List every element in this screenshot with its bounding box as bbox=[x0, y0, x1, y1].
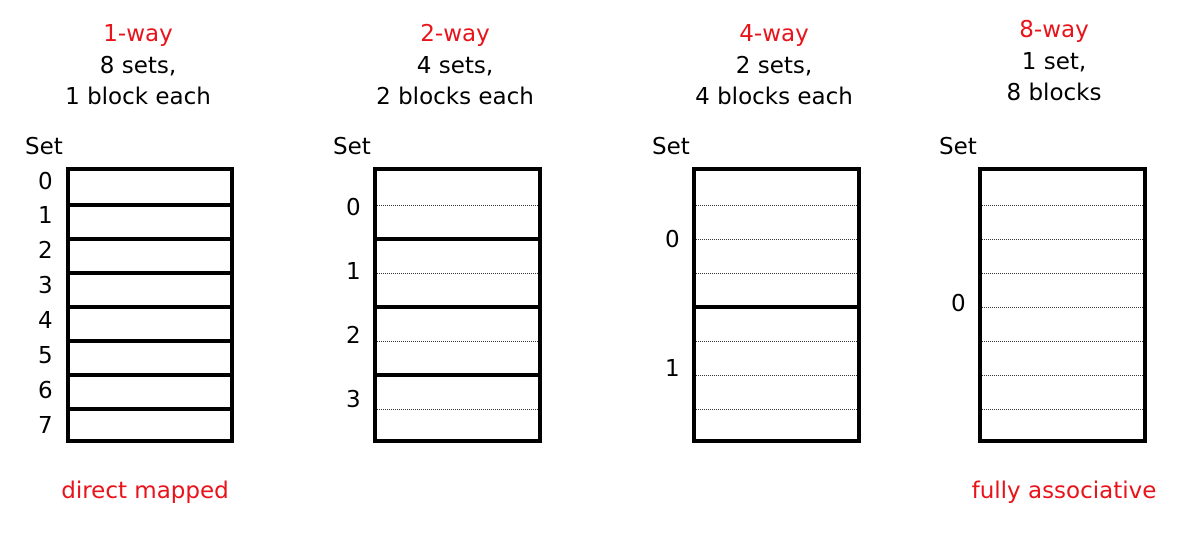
set-divider bbox=[696, 305, 857, 309]
set-number: 2 bbox=[38, 238, 53, 264]
sets-count-label: 2 sets, bbox=[735, 53, 813, 79]
set-divider bbox=[70, 271, 230, 275]
set-divider bbox=[70, 339, 230, 343]
blocks-per-set-label: 4 blocks each bbox=[695, 84, 853, 110]
set-divider bbox=[377, 305, 538, 309]
set-number: 5 bbox=[38, 343, 53, 369]
set-axis-label: Set bbox=[25, 134, 63, 160]
set-divider bbox=[70, 203, 230, 207]
blocks-per-set-label: 2 blocks each bbox=[376, 84, 534, 110]
block-divider bbox=[982, 409, 1143, 410]
block-divider bbox=[696, 341, 857, 342]
set-divider bbox=[70, 407, 230, 411]
block-divider bbox=[982, 341, 1143, 342]
way-label: 2-way bbox=[420, 21, 490, 47]
set-axis-label: Set bbox=[333, 134, 371, 160]
set-number: 0 bbox=[38, 169, 53, 195]
set-number: 1 bbox=[38, 203, 53, 229]
block-divider bbox=[982, 205, 1143, 206]
sets-count-label: 8 sets, bbox=[99, 53, 177, 79]
set-number: 0 bbox=[665, 227, 680, 253]
way-label: 1-way bbox=[103, 21, 173, 47]
set-divider bbox=[70, 237, 230, 241]
block-divider bbox=[982, 375, 1143, 376]
sets-count-label: 4 sets, bbox=[416, 53, 494, 79]
set-number: 4 bbox=[38, 308, 53, 334]
set-axis-label: Set bbox=[939, 134, 977, 160]
set-number: 0 bbox=[951, 291, 966, 317]
sets-count-label: 1 set, bbox=[1021, 49, 1087, 75]
block-divider bbox=[982, 239, 1143, 240]
way-label: 8-way bbox=[1019, 17, 1089, 43]
block-divider bbox=[696, 409, 857, 410]
set-number: 2 bbox=[346, 323, 361, 349]
block-divider bbox=[982, 307, 1143, 308]
block-divider bbox=[982, 273, 1143, 274]
cache-box bbox=[978, 167, 1147, 443]
set-number: 6 bbox=[38, 378, 53, 404]
set-number: 7 bbox=[38, 413, 53, 439]
block-divider bbox=[696, 375, 857, 376]
set-divider bbox=[70, 305, 230, 309]
cache-box bbox=[373, 167, 542, 443]
block-divider bbox=[696, 239, 857, 240]
cache-box bbox=[692, 167, 861, 443]
set-number: 0 bbox=[346, 195, 361, 221]
way-label: 4-way bbox=[739, 21, 809, 47]
set-axis-label: Set bbox=[652, 134, 690, 160]
block-divider bbox=[696, 273, 857, 274]
set-divider bbox=[377, 373, 538, 377]
block-divider bbox=[377, 205, 538, 206]
footer-label: fully associative bbox=[971, 478, 1157, 504]
set-number: 1 bbox=[346, 259, 361, 285]
set-divider bbox=[70, 373, 230, 377]
blocks-per-set-label: 1 block each bbox=[65, 84, 211, 110]
set-number: 1 bbox=[665, 356, 680, 382]
block-divider bbox=[377, 273, 538, 274]
set-divider bbox=[377, 237, 538, 241]
blocks-per-set-label: 8 blocks bbox=[1006, 80, 1102, 106]
block-divider bbox=[377, 409, 538, 410]
block-divider bbox=[377, 341, 538, 342]
block-divider bbox=[696, 205, 857, 206]
set-number: 3 bbox=[38, 273, 53, 299]
set-number: 3 bbox=[346, 387, 361, 413]
cache-box bbox=[66, 167, 234, 443]
footer-label: direct mapped bbox=[61, 478, 229, 504]
